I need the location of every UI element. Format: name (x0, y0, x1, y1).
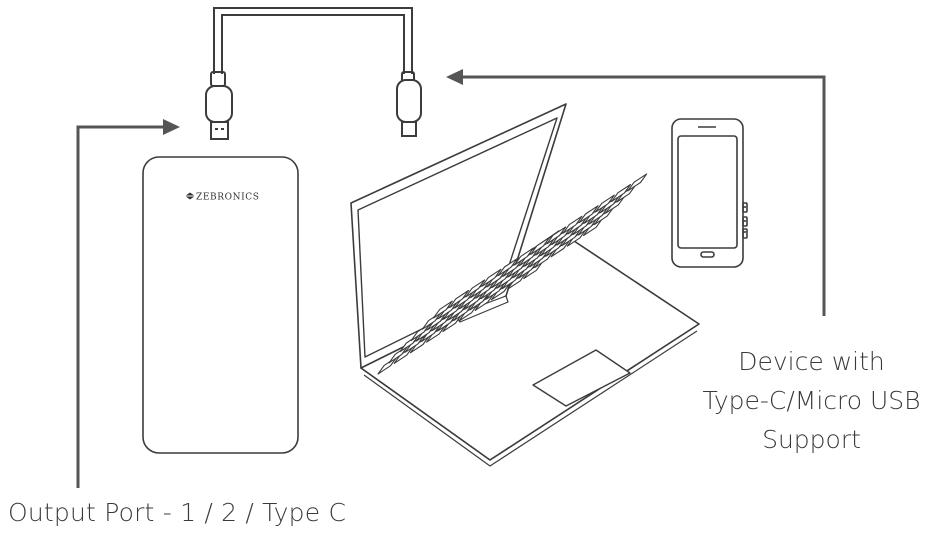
output-port-label: Output Port - 1 / 2 / Type C (8, 498, 347, 527)
keyboard-key (530, 236, 551, 255)
usb-a-connector (205, 71, 233, 140)
laptop (350, 103, 700, 467)
device-label-line-3: Support (762, 425, 861, 454)
device-label-line-1: Device with (738, 347, 885, 376)
power-bank: ZEBRONICS (142, 156, 299, 454)
keyboard-key (594, 194, 615, 213)
keyboard-key (481, 268, 502, 287)
output-port-arrow (76, 119, 180, 488)
keyboard-key (432, 300, 453, 319)
laptop-touchpad (532, 349, 631, 407)
keyboard-key (449, 289, 470, 308)
keyboard-key (611, 183, 632, 202)
keyboard-key (546, 226, 567, 245)
keyboard-key (627, 173, 648, 192)
keyboard-key (562, 215, 583, 234)
keyboard-key (465, 279, 486, 298)
keyboard-key (513, 247, 534, 266)
type-c-connector (396, 71, 422, 137)
usb-cable (213, 7, 413, 74)
keyboard-key (578, 205, 599, 224)
device-label-line-2: Type-C/Micro USB (702, 386, 921, 415)
keyboard-key (497, 258, 518, 277)
device-arrow (446, 69, 826, 316)
smartphone (671, 118, 748, 268)
brand-name: ZEBRONICS (196, 193, 259, 203)
device-support-label: Device with Type-C/Micro USB Support (690, 342, 933, 459)
laptop-keyboard (377, 173, 648, 375)
zebronics-logo-icon (185, 192, 195, 200)
